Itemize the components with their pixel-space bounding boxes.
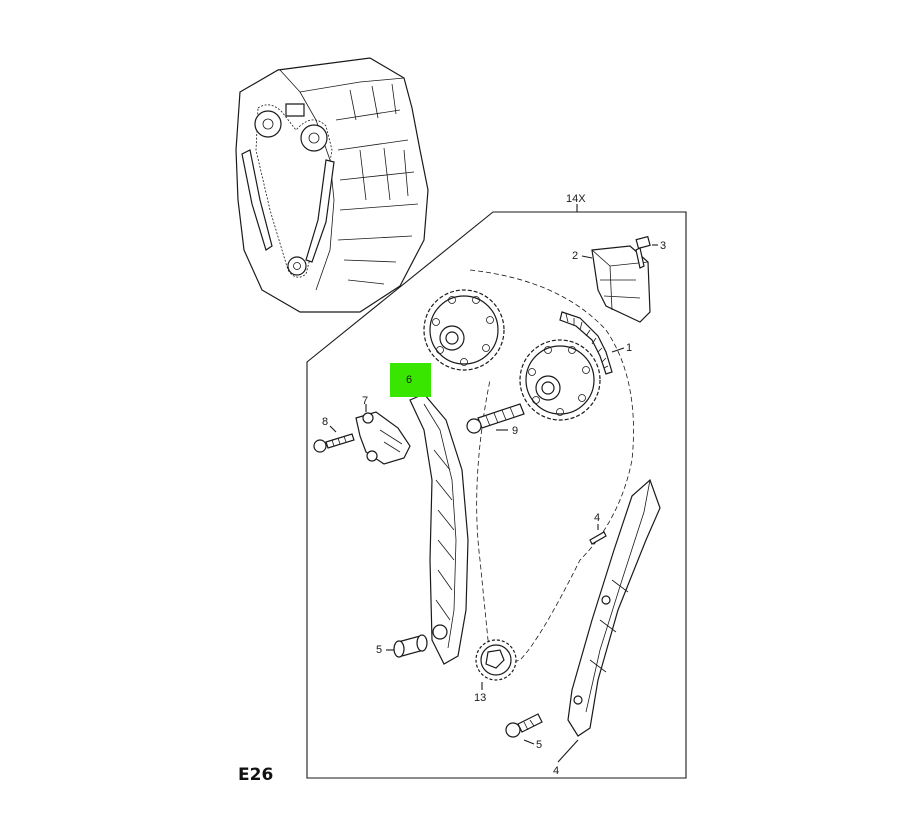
tensioner-bolt: 8 bbox=[313, 416, 355, 453]
callout-1[interactable]: 1 bbox=[626, 342, 632, 354]
page-code: E26 bbox=[238, 765, 273, 785]
callout-6[interactable]: 4 bbox=[594, 512, 600, 524]
callout-7[interactable]: 6 bbox=[406, 374, 412, 386]
callout-8[interactable]: 5 bbox=[376, 644, 382, 656]
chain-guide-rail: 4 bbox=[553, 478, 661, 777]
dowel-pin: 4 bbox=[589, 512, 607, 545]
sprocket-bolt: 9 bbox=[466, 403, 525, 437]
camshaft-sprocket-exhaust bbox=[519, 339, 601, 421]
crankshaft-sprocket: 13 bbox=[474, 639, 517, 704]
callout-12[interactable]: 9 bbox=[512, 425, 518, 437]
callout-3[interactable]: 3 bbox=[660, 240, 666, 252]
callout-10[interactable]: 8 bbox=[322, 416, 328, 428]
exploded-view-frame bbox=[306, 211, 687, 779]
pivot-bolt: 5 bbox=[376, 634, 428, 658]
callout-4[interactable]: 4 bbox=[553, 765, 559, 777]
callout-13[interactable]: 13 bbox=[474, 692, 486, 704]
tensioner-rail bbox=[409, 393, 469, 665]
callout-5[interactable]: 5 bbox=[536, 739, 542, 751]
chain-path bbox=[469, 269, 634, 663]
camshaft-sprocket-intake bbox=[423, 289, 505, 371]
timing-chain: 1 bbox=[559, 311, 632, 375]
chain-tensioner: 7 bbox=[355, 395, 411, 465]
kit-label: 14X bbox=[566, 193, 586, 205]
rail-bolt: 5 bbox=[505, 713, 543, 751]
highlight-marker bbox=[390, 363, 431, 397]
chain-guide-upper: 2 bbox=[572, 245, 651, 323]
callout-9[interactable]: 7 bbox=[362, 395, 368, 407]
callout-2[interactable]: 2 bbox=[572, 250, 578, 262]
engine-block-overview bbox=[235, 57, 429, 313]
guide-bolt: 3 bbox=[635, 235, 666, 269]
